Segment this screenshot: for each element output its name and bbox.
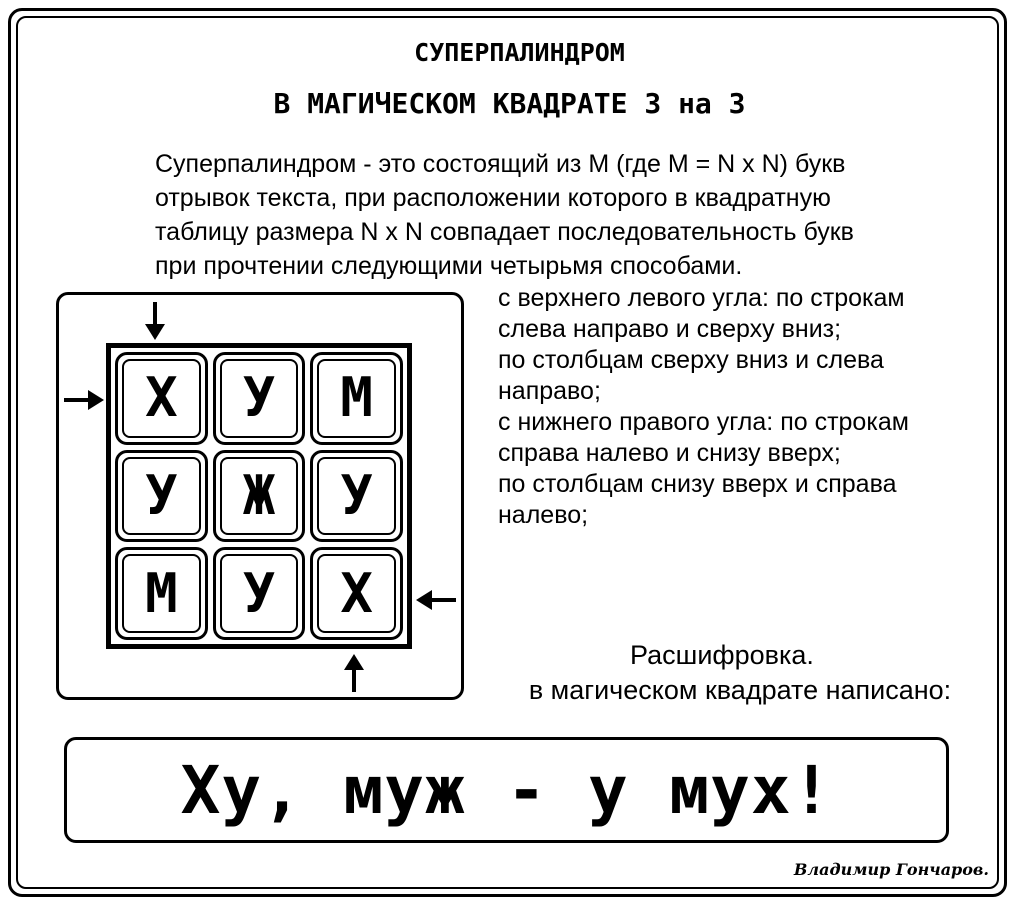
square-panel (56, 292, 464, 700)
cell-letter: М (340, 366, 373, 430)
outer-frame (8, 8, 1007, 897)
rule-line: налево; (498, 501, 589, 529)
intro-line: Суперпалиндром - это состоящий из M (где… (155, 150, 846, 178)
magic-square: Х У М У Ж У М У Х (106, 343, 412, 649)
cell-letter: У (242, 561, 276, 625)
rule-line: справа налево и снизу вверх; (498, 439, 841, 467)
intro-line: при прочтении следующими четырьмя способ… (155, 252, 743, 280)
rule-line: направо; (498, 377, 601, 405)
rule-line: с нижнего правого угла: по строкам (498, 408, 909, 436)
cell-letter: Ж (242, 463, 276, 527)
answer-box: Ху, муж - у мух! (64, 737, 949, 843)
arrow-down-icon (145, 302, 165, 340)
arrow-right-icon (64, 390, 104, 410)
author-signature: Владимир Гончаров. (793, 860, 989, 879)
intro-line: таблицу размера N x N совпадает последов… (155, 218, 854, 246)
rule-line: по столбцам сверху вниз и слева (498, 346, 884, 374)
answer-text: Ху, муж - у мух! (180, 751, 833, 829)
cell-letter: У (242, 366, 276, 430)
decode-caption: в магическом квадрате написано: (528, 675, 952, 705)
square-cell: М (310, 352, 403, 445)
cell-letter: У (340, 463, 373, 527)
intro-line: отрывок текста, при расположении которог… (155, 184, 831, 212)
intro-paragraph: Суперпалиндром - это состоящий из M (где… (155, 147, 995, 283)
inner-frame (16, 16, 999, 889)
cell-letter: М (145, 561, 178, 625)
square-cell: У (212, 547, 306, 640)
decode-heading: Расшифровка. (630, 640, 814, 670)
square-cell: Х (310, 547, 403, 640)
title-line-1: СУПЕРПАЛИНДРОМ (414, 38, 625, 67)
rule-line: по столбцам снизу вверх и справа (498, 470, 897, 498)
arrow-up-icon (344, 654, 364, 692)
arrow-left-icon (416, 590, 456, 610)
square-cell: У (115, 449, 208, 543)
reading-rules: с верхнего левого угла: по строкам слева… (498, 283, 998, 531)
cell-letter: Х (145, 366, 178, 430)
cell-letter: Х (340, 561, 373, 625)
square-cell: Х (115, 352, 208, 445)
square-cell: У (310, 449, 403, 543)
rule-line: слева направо и сверху вниз; (498, 315, 842, 343)
square-cell: Ж (212, 449, 306, 543)
title-line-2: В МАГИЧЕСКОМ КВАДРАТЕ 3 на 3 (273, 87, 746, 120)
cell-letter: У (145, 463, 178, 527)
rule-line: с верхнего левого угла: по строкам (498, 284, 905, 312)
square-cell: М (115, 547, 208, 640)
square-cell: У (212, 352, 306, 445)
